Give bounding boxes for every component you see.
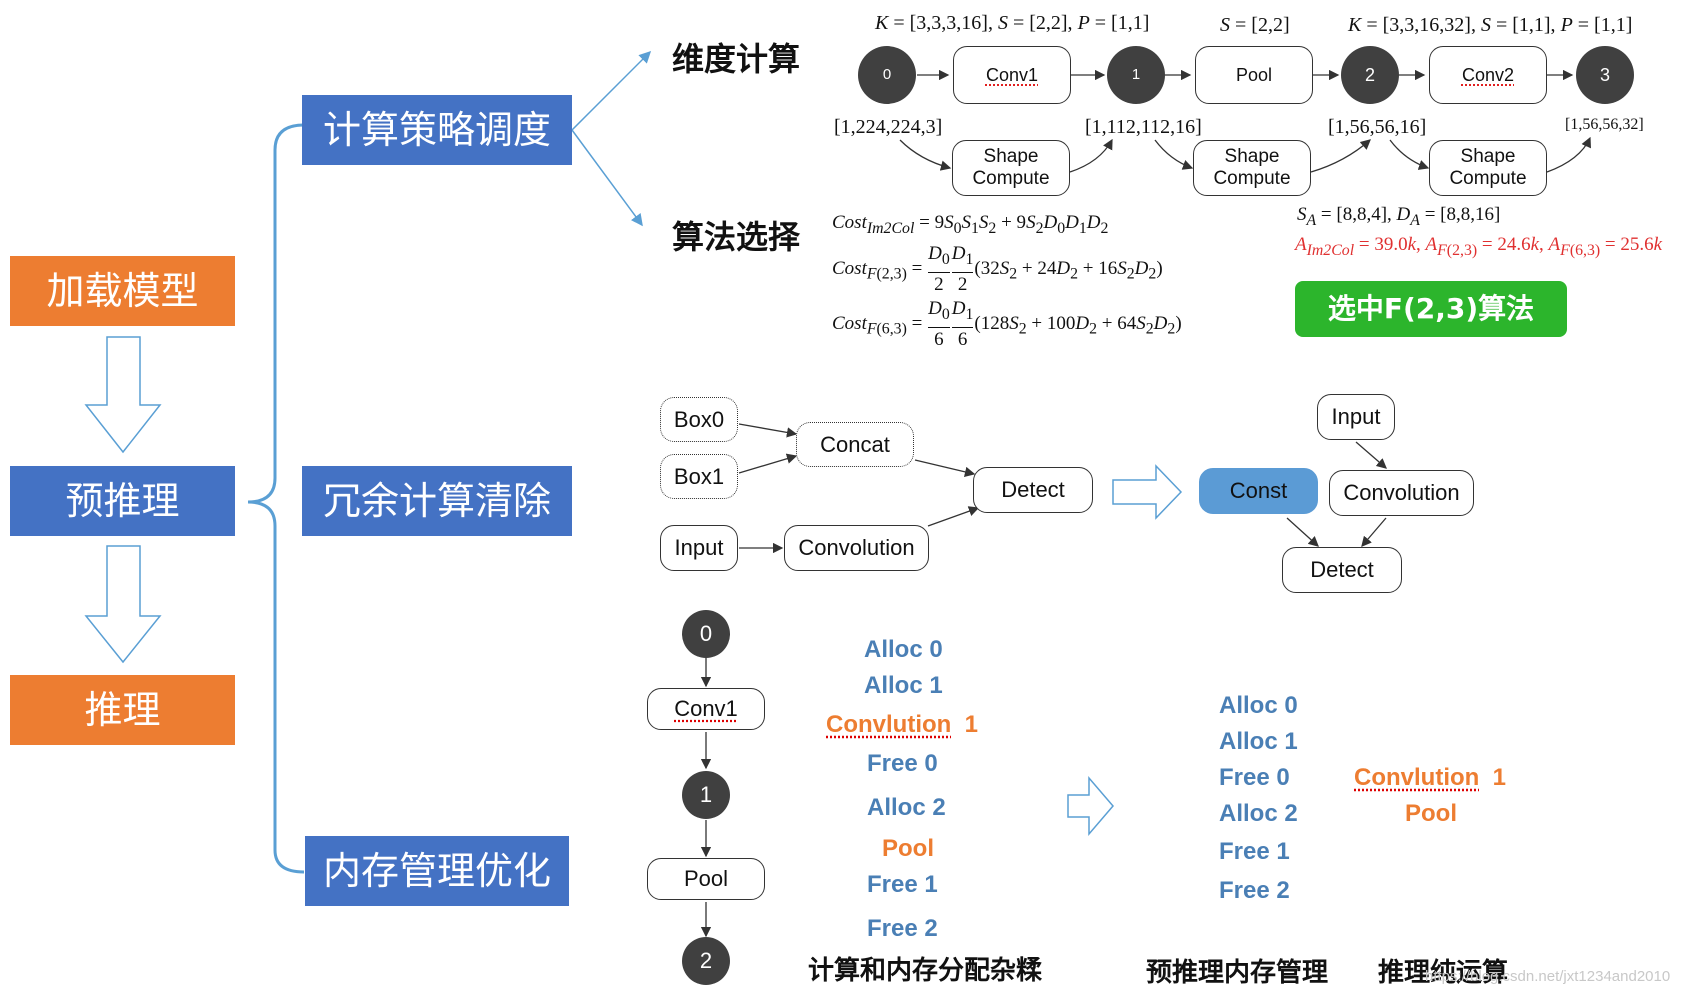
pre-free-0: Free 0 <box>1219 764 1290 791</box>
node-box1: Box1 <box>660 454 738 499</box>
dim-after-conv1: [1,112,112,16] <box>1085 116 1202 138</box>
op-conv1: Conv1 <box>953 46 1071 104</box>
caption-pre-mgmt: 预推理内存管理 <box>1146 958 1329 988</box>
pure-convolution: Convlution 1 <box>1354 764 1507 791</box>
dim-after-pool: [1,56,56,16] <box>1328 116 1427 138</box>
messy-alloc-2: Alloc 2 <box>867 794 946 821</box>
dim-input: [1,224,224,3] <box>834 116 943 138</box>
pre-alloc-1: Alloc 1 <box>1219 728 1298 755</box>
stage-inference: 推理 <box>10 675 235 745</box>
algorithm-heading: 算法选择 <box>672 218 801 256</box>
mem-tensor-1: 1 <box>682 771 730 819</box>
pre-alloc-2: Alloc 2 <box>1219 800 1298 827</box>
pre-alloc-0: Alloc 0 <box>1219 692 1298 719</box>
node-detect-after: Detect <box>1282 547 1402 593</box>
mem-op-conv1: Conv1 <box>647 688 765 730</box>
node-detect: Detect <box>973 467 1093 513</box>
op-pool: Pool <box>1195 46 1313 104</box>
tensor-0: 0 <box>858 46 916 104</box>
messy-convolution: Convlution 1 <box>826 711 979 738</box>
pure-pool: Pool <box>1405 800 1457 827</box>
node-convolution-after: Convolution <box>1329 470 1474 516</box>
a-values: AIm2Col = 39.0k, AF(2,3) = 24.6k, AF(6,3… <box>1295 234 1663 259</box>
mem-tensor-0: 0 <box>682 610 730 658</box>
messy-pool: Pool <box>882 835 934 862</box>
messy-free-1: Free 1 <box>867 871 938 898</box>
tensor-2: 2 <box>1341 46 1399 104</box>
conv1-params: K = [3,3,3,16], S = [2,2], P = [1,1] <box>875 12 1150 34</box>
caption-messy: 计算和内存分配杂糅 <box>808 956 1043 986</box>
node-convolution: Convolution <box>784 525 929 571</box>
cost-im2col: CostIm2Col = 9S0S1S2 + 9S2D0D1D2 <box>832 212 1109 237</box>
watermark: https://blog.csdn.net/jxt1234and2010 <box>1425 968 1671 985</box>
messy-free-2: Free 2 <box>867 915 938 942</box>
node-input-after: Input <box>1317 394 1395 440</box>
mem-op-pool: Pool <box>647 858 765 900</box>
dim-after-conv2: [1,56,56,32] <box>1565 116 1644 133</box>
pool-params: S = [2,2] <box>1220 14 1290 36</box>
stage-preinference: 预推理 <box>10 466 235 536</box>
node-input: Input <box>660 525 738 571</box>
tensor-3: 3 <box>1576 46 1634 104</box>
stage-load-model: 加载模型 <box>10 256 235 326</box>
messy-alloc-0: Alloc 0 <box>864 636 943 663</box>
pre-free-1: Free 1 <box>1219 838 1290 865</box>
node-box0: Box0 <box>660 397 738 442</box>
pre-free-2: Free 2 <box>1219 877 1290 904</box>
category-redundant: 冗余计算清除 <box>302 466 572 536</box>
messy-free-0: Free 0 <box>867 750 938 777</box>
tensor-1: 1 <box>1107 46 1165 104</box>
caption-pure: 推理纯运算 <box>1378 958 1509 988</box>
node-const: Const <box>1199 468 1318 514</box>
category-memory: 内存管理优化 <box>305 836 569 906</box>
dimension-heading: 维度计算 <box>672 40 801 78</box>
conv2-params: K = [3,3,16,32], S = [1,1], P = [1,1] <box>1348 14 1633 36</box>
selected-algorithm-badge: 选中F(2,3)算法 <box>1295 281 1567 337</box>
category-schedule: 计算策略调度 <box>302 95 572 165</box>
node-concat: Concat <box>796 422 914 467</box>
sa-da-values: SA = [8,8,4], DA = [8,8,16] <box>1297 204 1501 229</box>
op-conv2: Conv2 <box>1429 46 1547 104</box>
mem-tensor-2: 2 <box>682 937 730 985</box>
messy-alloc-1: Alloc 1 <box>864 672 943 699</box>
category-bracket <box>247 123 305 874</box>
